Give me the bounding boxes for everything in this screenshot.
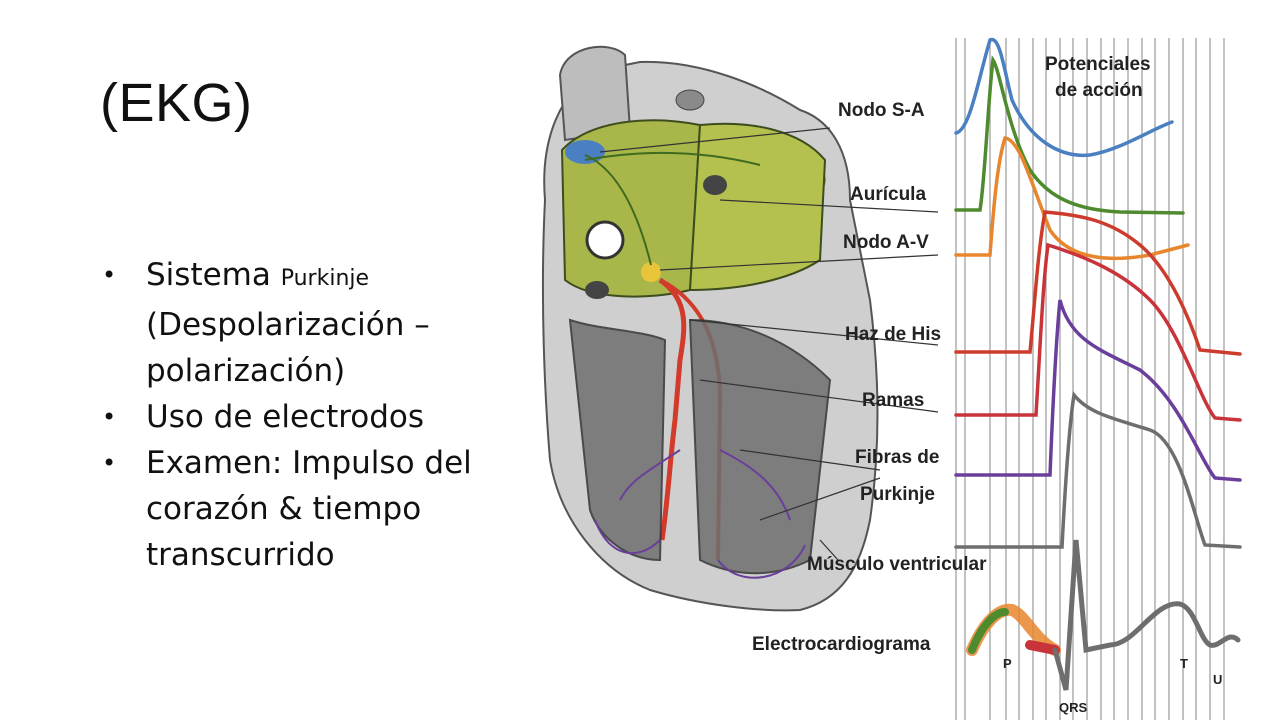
bullet-text-electrodos: Uso de electrodos xyxy=(146,399,425,435)
curve-muscle xyxy=(954,390,1242,549)
label-haz-de-his: Haz de His xyxy=(845,324,941,345)
header-potenciales: Potenciales xyxy=(1045,54,1151,75)
curve-purkinje xyxy=(954,299,1242,482)
aorta xyxy=(558,45,632,142)
atrial-opening-dark xyxy=(703,175,727,195)
purkinje-fibers xyxy=(594,449,806,579)
slide-title: (EKG) xyxy=(100,73,253,133)
ekg-label-u: U xyxy=(1213,672,1222,687)
label-musculo-ventricular: Músculo ventricular xyxy=(807,554,987,575)
label-fibras-de: Fibras de xyxy=(855,447,939,468)
ekg-p-wave-onset xyxy=(968,608,1009,654)
bullet-dot-icon: • xyxy=(102,403,117,431)
label-ramas: Ramas xyxy=(862,390,924,411)
curve-av-node xyxy=(954,136,1190,261)
his-bundle-left xyxy=(658,277,687,541)
bullet-text-sistema: Sistema xyxy=(146,257,271,293)
heart-conduction-svg: Potenciales de acción Nodo S-A Aurícula … xyxy=(541,30,1280,720)
atrial-opening-dark-2 xyxy=(585,281,609,299)
heart-conduction-figure: Potenciales de acción Nodo S-A Aurícula … xyxy=(535,30,1280,720)
bullet-list: • Sistema Purkinje (Despolarización – po… xyxy=(100,252,530,578)
atrial-conduction-paths xyxy=(584,152,761,266)
bullet-text-purkinje: Purkinje xyxy=(280,266,370,291)
action-potential-curves xyxy=(954,38,1242,549)
label-purkinje: Purkinje xyxy=(860,484,935,505)
bullet-item-examen: • Examen: Impulso del corazón & tiempo t… xyxy=(100,440,530,578)
ekg-pr-segment xyxy=(1025,640,1060,655)
curve-atrium xyxy=(954,55,1185,215)
ekg-label-qrs: QRS xyxy=(1059,700,1088,715)
header-de-accion: de acción xyxy=(1055,80,1143,101)
ekg-label-p: P xyxy=(1003,656,1012,671)
bullet-item-electrodos: • Uso de electrodos xyxy=(100,394,530,440)
ekg-qrs-t-u xyxy=(1052,539,1241,691)
bullet-item-purkinje: • Sistema Purkinje (Despolarización – po… xyxy=(100,252,530,394)
bullet-text-despolarizacion: (Despolarización – polarización) xyxy=(146,307,430,389)
av-node xyxy=(641,262,661,282)
sa-node xyxy=(565,140,605,164)
ekg-trace xyxy=(966,539,1241,691)
bullet-text-examen: Examen: Impulso del corazón & tiempo tra… xyxy=(146,445,472,573)
label-leader-lines xyxy=(599,127,939,561)
curve-ramas xyxy=(954,242,1242,422)
atrial-opening xyxy=(585,220,625,260)
heart-illustration xyxy=(541,45,879,612)
label-nodo-sa: Nodo S-A xyxy=(838,100,925,121)
label-electrocardiograma: Electrocardiograma xyxy=(752,634,931,655)
label-auricula: Aurícula xyxy=(850,184,926,205)
vessel-top xyxy=(675,89,705,111)
bullet-dot-icon: • xyxy=(102,449,117,477)
bullet-dot-icon: • xyxy=(102,261,117,289)
ekg-label-t: T xyxy=(1180,656,1188,671)
left-atrium xyxy=(688,122,827,292)
label-nodo-av: Nodo A-V xyxy=(843,232,929,253)
curve-sa-node xyxy=(954,38,1174,158)
curve-his xyxy=(954,210,1242,356)
